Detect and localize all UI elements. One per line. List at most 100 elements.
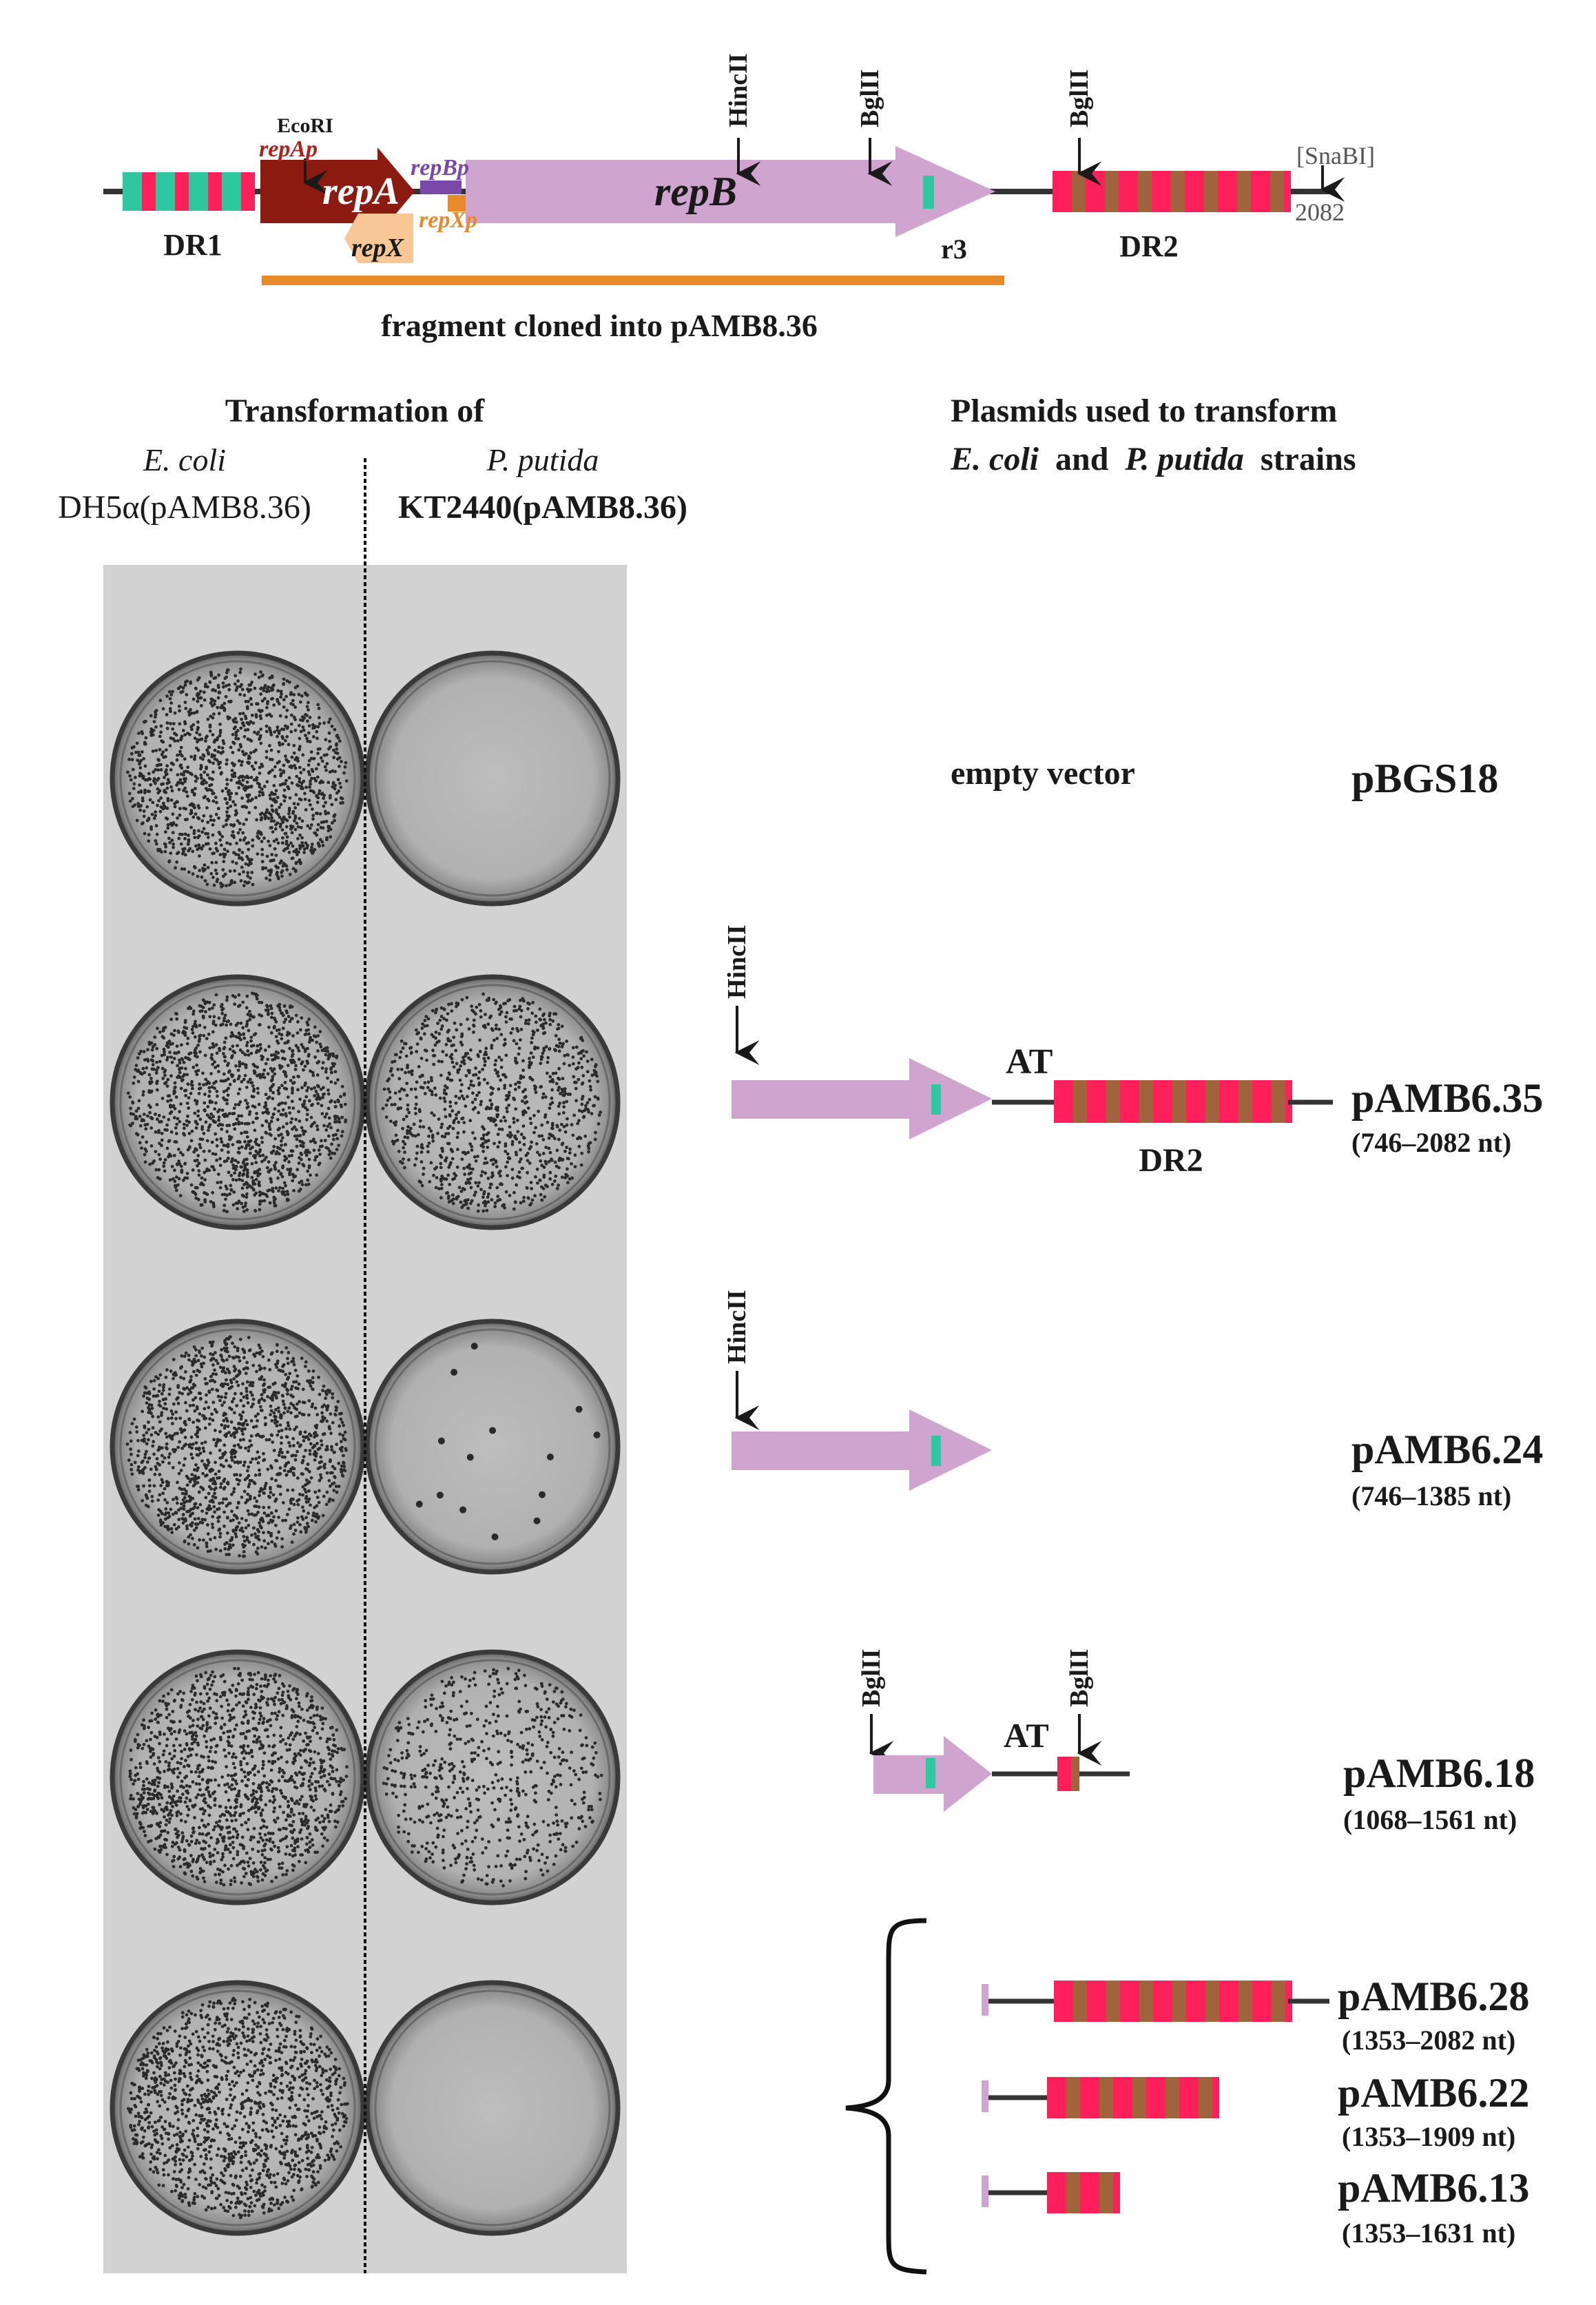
repx-gene-arrow <box>344 214 413 263</box>
ecori-label: EcoRI <box>277 114 333 137</box>
end-coordinate: 2082 <box>1295 198 1345 226</box>
snabi-label: [SnaBI] <box>1296 142 1375 169</box>
plate-dish <box>110 1649 366 1905</box>
construct-row-pamb6-18: BglII BglII AT pAMB6.18 (1068–1561 nt) <box>857 1649 1535 1835</box>
dr-unit-pink <box>1185 171 1204 212</box>
repbp-promoter-mark <box>420 180 462 194</box>
dr-unit-pink <box>1087 1080 1106 1123</box>
dr-unit-pink <box>1186 1080 1205 1123</box>
dr1-repeat-unit <box>123 172 142 211</box>
dr-unit-brown <box>1165 2077 1179 2118</box>
colony-spots <box>382 1666 603 1888</box>
agar-plate <box>364 1649 621 1905</box>
plasmid-range: (1353–2082 nt) <box>1342 2025 1515 2056</box>
colony-spots <box>126 991 348 1214</box>
construct-pamb6-13: pAMB6.13 (1353–1631 nt) <box>982 2165 1529 2249</box>
dr-unit-pink <box>1146 2077 1165 2118</box>
plate-dish <box>364 1649 621 1905</box>
dr-unit-brown <box>1071 1757 1079 1791</box>
plate-rim <box>119 984 356 1221</box>
plasmid-range: (1068–1561 nt) <box>1343 1804 1517 1835</box>
repbp-label: repBp <box>411 155 469 180</box>
bglii-label-2: BglII <box>1065 70 1094 127</box>
plate-photo-strip <box>103 458 627 2273</box>
plate-rim <box>119 1989 356 2226</box>
dr-unit-pink <box>1284 171 1291 212</box>
dr-unit-pink <box>1053 171 1072 212</box>
repap-label: repAp <box>259 136 318 162</box>
plate-dish <box>364 650 621 907</box>
repb-label: repB <box>654 169 737 214</box>
plasmid-name: pAMB6.22 <box>1338 2070 1529 2116</box>
plasmid-name: pAMB6.13 <box>1338 2165 1529 2211</box>
dr-unit-pink <box>1152 171 1171 212</box>
dr-unit-brown <box>1239 1981 1252 2022</box>
repxp-promoter-mark <box>448 195 467 211</box>
dr-unit-pink <box>1212 2077 1219 2118</box>
dr-unit-pink <box>1087 1981 1106 2022</box>
dr-unit-pink <box>1080 2077 1099 2118</box>
dr1-box <box>123 172 255 211</box>
plate-rim <box>119 660 356 897</box>
plasmid-name: pAMB6.35 <box>1351 1075 1543 1121</box>
hincii-label: HincII <box>723 1290 752 1364</box>
dr-unit-pink <box>1113 2077 1132 2118</box>
dr2-label: DR2 <box>1119 229 1179 263</box>
repa-label: repA <box>322 170 400 213</box>
bracket <box>845 1918 927 2275</box>
repb-fragment-arrow <box>732 1409 992 1491</box>
dr-unit-brown <box>1171 171 1185 212</box>
bglii-label-1: BglII <box>856 70 884 127</box>
dr-unit-brown <box>1139 1080 1153 1123</box>
dr-unit-brown <box>1099 2172 1113 2213</box>
hincii-label: HincII <box>723 924 752 999</box>
plasmids-header-strains: strains <box>1261 441 1356 477</box>
agar-plate <box>364 1980 621 2236</box>
dr-unit-brown <box>1139 1981 1153 2022</box>
dr-unit-pink <box>1120 1981 1139 2022</box>
dr-unit-pink <box>1186 1981 1205 2022</box>
plate-dish <box>364 1980 621 2236</box>
construct-pamb6-22: pAMB6.22 (1353–1909 nt) <box>982 2070 1529 2152</box>
dr-unit-brown <box>1272 1080 1285 1123</box>
r3-mark <box>926 1758 935 1788</box>
dr-unit-pink <box>1218 171 1237 212</box>
dr-unit-brown <box>1199 2077 1212 2118</box>
plasmid-range: (746–2082 nt) <box>1351 1127 1511 1158</box>
repxp-label: repXp <box>419 207 477 233</box>
dr-unit-brown <box>1066 2077 1080 2118</box>
dr-unit-brown <box>1073 1080 1087 1123</box>
agar-plate <box>110 650 366 907</box>
agar-plate <box>110 1980 366 2236</box>
dr-unit-pink <box>1080 2172 1099 2213</box>
agar-plate <box>364 650 621 907</box>
plate-dish <box>110 974 366 1230</box>
dr-unit-pink <box>1179 2077 1199 2118</box>
plasmid-map: EcoRI repAp repA repBp repXp repX repB H… <box>103 53 1375 343</box>
repx-label: repX <box>351 234 405 262</box>
dr-unit-pink <box>1119 171 1138 212</box>
plasmid-range: (1353–1631 nt) <box>1342 2218 1515 2249</box>
dr1-repeat-unit <box>156 172 175 211</box>
dr-unit-pink <box>1219 1981 1239 2022</box>
construct-pamb6-28: pAMB6.28 (1353–2082 nt) <box>982 1974 1529 2056</box>
plates <box>110 650 621 2236</box>
agar-plate <box>364 974 621 1230</box>
dr1-repeat-unit <box>241 172 255 211</box>
dr1-repeat-unit <box>222 172 241 211</box>
plasmids-header-line1: Plasmids used to transform <box>951 393 1337 429</box>
transformation-header: Transformation of E. coli DH5α(pAMB8.36)… <box>58 393 687 526</box>
repb-stub <box>982 2080 988 2112</box>
dr-unit-pink <box>1251 171 1270 212</box>
plasmid-name: pBGS18 <box>1351 756 1498 801</box>
dr1-label: DR1 <box>163 228 222 262</box>
colony-spots <box>128 1666 349 1887</box>
dr-unit-brown <box>1106 1080 1120 1123</box>
plate-rim <box>119 1328 356 1565</box>
at-label: AT <box>1004 1716 1049 1755</box>
dr-unit-brown <box>1205 1981 1219 2022</box>
dr2-box <box>1053 171 1291 212</box>
plasmids-header: Plasmids used to transform E. coli and P… <box>950 393 1356 477</box>
plasmid-range: (746–1385 nt) <box>1351 1480 1511 1511</box>
dr-unit-pink <box>1113 2172 1120 2213</box>
